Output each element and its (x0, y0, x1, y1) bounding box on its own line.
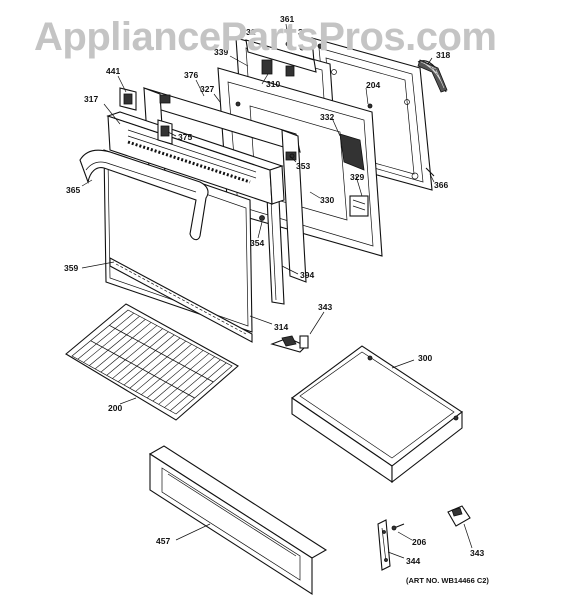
callout-314: 314 (274, 322, 288, 332)
drawer-slide-bracket-343-lower (447, 505, 471, 527)
callout-353: 353 (296, 161, 310, 171)
callout-3: 3 (298, 27, 303, 37)
rack-wire (170, 362, 227, 412)
rack-wire (100, 325, 158, 373)
callout-332: 332 (320, 112, 334, 122)
rack-wire (77, 312, 134, 360)
callout-327: 327 (200, 84, 214, 94)
rack-wire (135, 343, 192, 392)
callout-344: 344 (406, 556, 420, 566)
callout-329: 329 (350, 172, 364, 182)
rack-wire (94, 322, 152, 370)
callout-441: 441 (106, 66, 120, 76)
rack-wire (106, 328, 163, 376)
rack-wire (112, 331, 169, 379)
callout-361: 361 (280, 14, 294, 24)
door-hinge-receiver-441 (119, 87, 137, 111)
rack-crossbar (90, 340, 195, 399)
callout-317: 317 (84, 94, 98, 104)
callout-200: 200 (108, 403, 122, 413)
callout-343-upper: 343 (318, 302, 332, 312)
door-top-trim-317 (106, 111, 285, 205)
watermark: AppliancePartsPros.com (34, 15, 497, 59)
drawer-slide-bracket-343-upper (270, 335, 309, 353)
callout-31: 31 (246, 27, 256, 37)
callout-labels: 361 3 31 318 339 310 441 376 327 204 317… (64, 14, 489, 585)
callout-206: 206 (412, 537, 426, 547)
door-hinge-bracket-375 (157, 119, 173, 145)
rack-wire (129, 340, 186, 389)
callout-300: 300 (418, 353, 432, 363)
callout-394: 394 (300, 270, 314, 280)
callout-365: 365 (66, 185, 80, 195)
drawer-front-panel-457 (148, 445, 328, 596)
storage-drawer-300 (291, 345, 463, 484)
callout-204: 204 (366, 80, 380, 90)
door-handle-365 (79, 149, 209, 241)
callout-366: 366 (434, 180, 448, 190)
callout-343-lower: 343 (470, 548, 484, 558)
rack-wire (89, 319, 146, 366)
rack-wire (118, 334, 175, 383)
callout-354: 354 (250, 238, 264, 248)
callout-359: 359 (64, 263, 78, 273)
art-number: (ART NO. WB14466 C2) (406, 576, 489, 585)
rack-wire (83, 315, 140, 363)
door-gasket-318 (417, 59, 448, 93)
rack-wire (164, 359, 221, 408)
rack-wire (141, 347, 198, 395)
callout-310: 310 (266, 79, 280, 89)
callout-330: 330 (320, 195, 334, 205)
screw-206 (391, 523, 405, 531)
callout-375: 375 (178, 132, 192, 142)
callout-376: 376 (184, 70, 198, 80)
rack-wire (158, 356, 215, 405)
rack-wire (146, 350, 204, 399)
callout-318: 318 (436, 50, 450, 60)
oven-rack-200 (65, 303, 239, 421)
callout-457: 457 (156, 536, 170, 546)
leader-lines (81, 23, 473, 559)
rack-wire (123, 337, 181, 386)
callout-339: 339 (214, 47, 228, 57)
rack-wire (152, 353, 210, 402)
drawer-slide-344 (377, 519, 391, 571)
door-bottom-trim-359 (109, 257, 253, 343)
rack-crossbar (109, 324, 214, 383)
